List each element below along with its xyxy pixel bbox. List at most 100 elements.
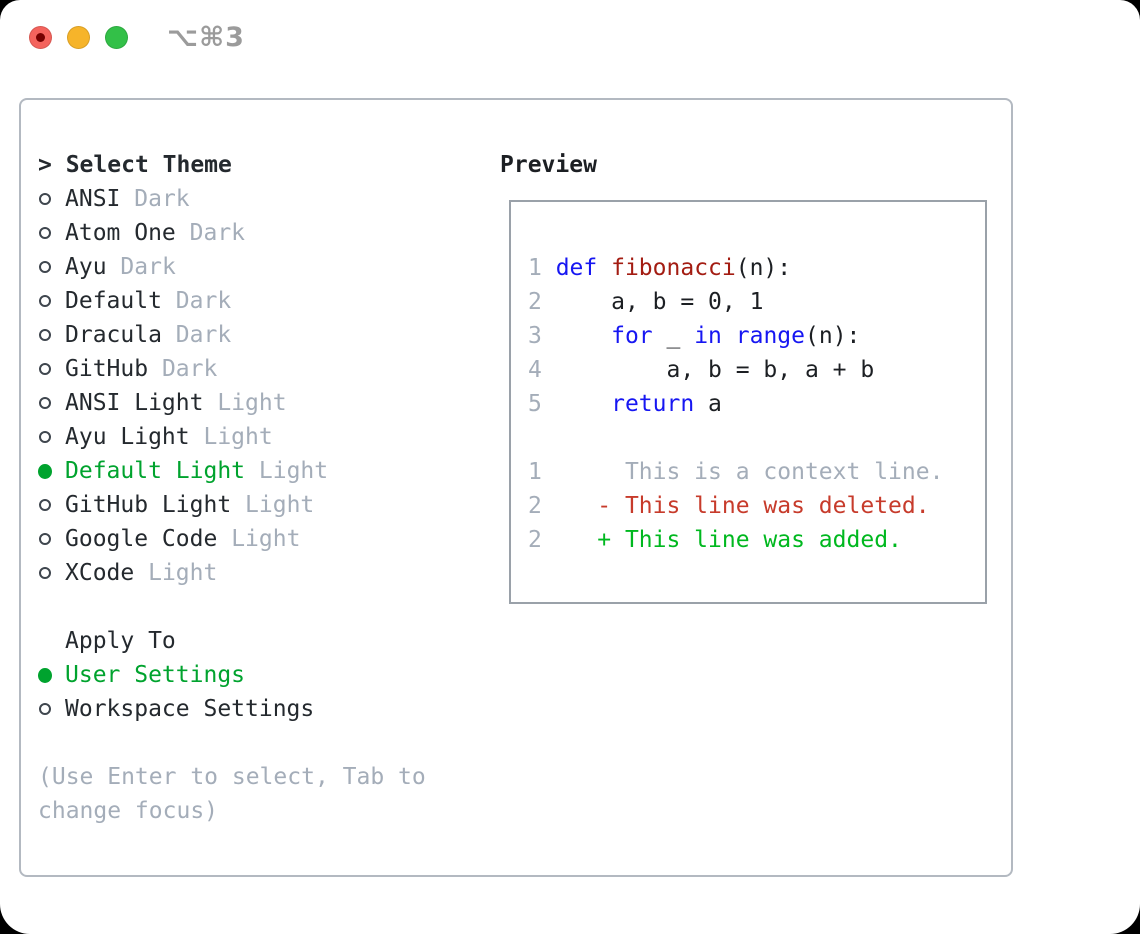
diff-text: - This line was deleted. [555, 493, 930, 519]
line-number: 2 [528, 493, 556, 519]
option-label: User Settings [65, 662, 245, 688]
radio-unselected-icon [38, 702, 52, 716]
zoom-button[interactable] [105, 26, 128, 49]
theme-option[interactable]: Atom One Dark [38, 216, 426, 250]
option-label: XCode Light [65, 560, 217, 586]
option-name: XCode [65, 560, 135, 586]
code-token [556, 323, 611, 349]
spacer [38, 590, 426, 624]
line-number: 2 [528, 289, 556, 315]
apply-to-header-label: Apply To [65, 628, 176, 654]
option-label: Ayu Dark [65, 254, 176, 280]
code-line: 5 return a [528, 387, 943, 421]
blank-line [528, 421, 943, 455]
diff-line: 2 - This line was deleted. [528, 489, 943, 523]
option-label: ANSI Dark [65, 186, 190, 212]
option-name: Default [65, 288, 162, 314]
radio-unselected-icon [38, 396, 52, 410]
option-name: Atom One [65, 220, 176, 246]
option-variant: Light [148, 560, 218, 586]
option-label: Dracula Dark [65, 322, 231, 348]
theme-option[interactable]: Ayu Dark [38, 250, 426, 284]
apply-to-option[interactable]: User Settings [38, 658, 426, 692]
code-line: 3 for _ in range(n): [528, 319, 943, 353]
code-token [597, 255, 611, 281]
theme-option[interactable]: Dracula Dark [38, 318, 426, 352]
theme-option[interactable]: ANSI Light Light [38, 386, 426, 420]
selection-caret-icon: > [38, 152, 66, 178]
option-variant: Dark [120, 254, 176, 280]
code-line: 4 a, b = b, a + b [528, 353, 943, 387]
option-label: Atom One Dark [65, 220, 245, 246]
option-name: User Settings [65, 662, 246, 688]
diff-line: 2 + This line was added. [528, 523, 943, 557]
code-token: (n): [735, 255, 792, 281]
option-label: GitHub Dark [65, 356, 217, 382]
option-variant: Dark [134, 186, 190, 212]
theme-option[interactable]: Default Dark [38, 284, 426, 318]
theme-option[interactable]: Default Light Light [38, 454, 426, 488]
code-token [556, 391, 611, 417]
theme-option[interactable]: GitHub Dark [38, 352, 426, 386]
option-variant: Dark [189, 220, 246, 246]
spacer [38, 726, 426, 760]
option-name: Ayu Light [65, 424, 190, 450]
apply-to-header: Apply To [38, 624, 426, 658]
hint-line: change focus) [38, 798, 219, 824]
code-token: def [555, 255, 598, 281]
theme-option[interactable]: ANSI Dark [38, 182, 426, 216]
option-name: Workspace Settings [65, 696, 315, 722]
line-number: 1 [528, 255, 556, 281]
option-variant: Light [217, 390, 287, 416]
line-number: 4 [528, 357, 556, 383]
option-name: Ayu [65, 254, 107, 280]
apply-to-option[interactable]: Workspace Settings [38, 692, 426, 726]
option-label: Ayu Light Light [65, 424, 273, 450]
radio-unselected-icon [38, 498, 52, 512]
code-token [722, 323, 736, 349]
line-number: 1 [528, 459, 556, 485]
option-label: Default Dark [65, 288, 231, 314]
close-button[interactable] [29, 26, 52, 49]
hint-text: change focus) [38, 794, 426, 828]
option-label: Google Code Light [65, 526, 300, 552]
radio-unselected-icon [38, 362, 52, 376]
option-label: Workspace Settings [65, 696, 314, 722]
option-name: ANSI Light [65, 390, 204, 416]
preview-title: Preview [500, 152, 597, 178]
code-line: 1 def fibonacci(n): [528, 251, 943, 285]
line-number: 5 [528, 391, 556, 417]
radio-unselected-icon [38, 294, 52, 308]
line-number: 2 [528, 527, 556, 553]
option-variant: Light [258, 458, 329, 484]
option-name: GitHub [65, 356, 149, 382]
code-token: in [694, 323, 722, 349]
diff-text: This is a context line. [555, 459, 944, 485]
line-number: 3 [528, 323, 556, 349]
option-variant: Light [245, 492, 315, 518]
diff-line: 1 This is a context line. [528, 455, 943, 489]
minimize-button[interactable] [67, 26, 90, 49]
theme-option[interactable]: Google Code Light [38, 522, 426, 556]
option-name: Dracula [65, 322, 162, 348]
radio-selected-icon [38, 667, 52, 683]
option-name: Google Code [65, 526, 218, 552]
theme-option[interactable]: XCode Light [38, 556, 426, 590]
radio-unselected-icon [38, 532, 52, 546]
radio-unselected-icon [38, 260, 52, 274]
radio-unselected-icon [38, 192, 52, 206]
code-token: for [611, 323, 653, 349]
radio-unselected-icon [38, 430, 52, 444]
hint-line: (Use Enter to select, Tab to [38, 764, 426, 790]
unsaved-indicator-dot [36, 33, 45, 42]
code-token: _ [652, 323, 695, 349]
theme-option[interactable]: GitHub Light Light [38, 488, 426, 522]
theme-list-header-label: Select Theme [65, 152, 232, 178]
keyboard-shortcut-label: ⌥⌘3 [167, 22, 245, 53]
traffic-lights [29, 26, 128, 49]
code-token: range [735, 323, 805, 349]
code-token: a, b = 0, 1 [555, 289, 764, 315]
theme-option[interactable]: Ayu Light Light [38, 420, 426, 454]
option-variant: Light [203, 424, 273, 450]
